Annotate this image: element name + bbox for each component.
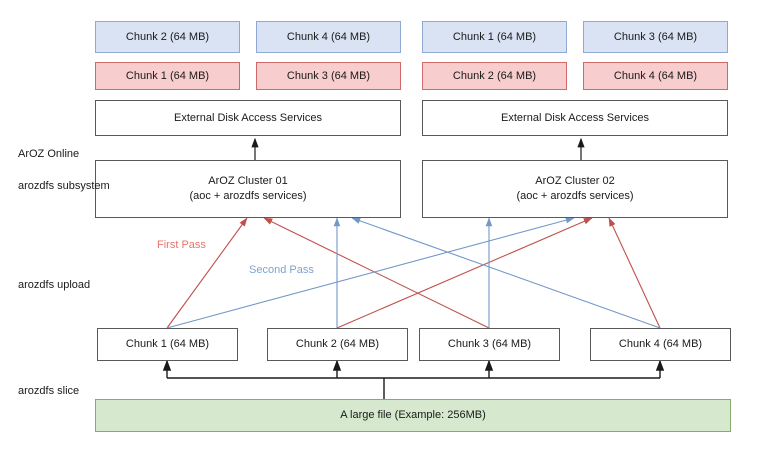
stored-chunk-blue-1[interactable]: Chunk 2 (64 MB) xyxy=(95,21,240,53)
second-pass-chunk4-cluster01c xyxy=(351,217,661,329)
external-disk-access-services-2[interactable]: External Disk Access Services xyxy=(422,100,728,136)
side-label-subsystem-line1: ArOZ Online xyxy=(18,147,80,160)
stored-chunk-blue-3-label: Chunk 1 (64 MB) xyxy=(452,30,537,43)
stored-chunk-pink-4[interactable]: Chunk 4 (64 MB) xyxy=(583,62,728,90)
source-chunk-1[interactable]: Chunk 1 (64 MB) xyxy=(97,328,238,361)
side-label-upload: arozdfs upload xyxy=(18,262,90,310)
external-disk-access-services-1[interactable]: External Disk Access Services xyxy=(95,100,401,136)
aroz-cluster-02-sub: (aoc + arozdfs services) xyxy=(516,190,634,202)
large-file-label: A large file (Example: 256MB) xyxy=(340,409,486,422)
stored-chunk-blue-1-label: Chunk 2 (64 MB) xyxy=(125,30,210,43)
source-chunk-4-label: Chunk 4 (64 MB) xyxy=(618,338,703,351)
aroz-cluster-01-name: ArOZ Cluster 01 xyxy=(208,175,288,188)
aroz-cluster-02[interactable]: ArOZ Cluster 02 (aoc + arozdfs services) xyxy=(422,160,728,218)
stored-chunk-blue-2[interactable]: Chunk 4 (64 MB) xyxy=(256,21,401,53)
side-label-subsystem: ArOZ Online arozdfs subsystem xyxy=(18,131,110,211)
first-pass-chunk2-cluster02 xyxy=(336,217,593,329)
stored-chunk-pink-1[interactable]: Chunk 1 (64 MB) xyxy=(95,62,240,90)
side-label-slice: arozdfs slice xyxy=(18,368,79,416)
second-pass-label: Second Pass xyxy=(249,264,314,276)
stored-chunk-pink-1-label: Chunk 1 (64 MB) xyxy=(125,69,210,82)
source-chunk-4[interactable]: Chunk 4 (64 MB) xyxy=(590,328,731,361)
side-label-slice-line1: arozdfs slice xyxy=(18,384,80,397)
stored-chunk-pink-4-label: Chunk 4 (64 MB) xyxy=(613,69,698,82)
stored-chunk-pink-3[interactable]: Chunk 2 (64 MB) xyxy=(422,62,567,90)
stored-chunk-blue-3[interactable]: Chunk 1 (64 MB) xyxy=(422,21,567,53)
stored-chunk-blue-4-label: Chunk 3 (64 MB) xyxy=(613,30,698,43)
first-pass-chunk1-cluster01 xyxy=(166,217,248,329)
stored-chunk-pink-3-label: Chunk 2 (64 MB) xyxy=(452,69,537,82)
source-chunk-3-label: Chunk 3 (64 MB) xyxy=(447,338,532,351)
source-chunk-2-label: Chunk 2 (64 MB) xyxy=(295,338,380,351)
aroz-cluster-02-name: ArOZ Cluster 02 xyxy=(535,175,615,188)
source-chunk-2[interactable]: Chunk 2 (64 MB) xyxy=(267,328,408,361)
first-pass-chunk3-cluster01 xyxy=(263,217,490,329)
aroz-cluster-01-sub: (aoc + arozdfs services) xyxy=(189,190,307,202)
first-pass-arrows xyxy=(166,217,661,329)
first-pass-chunk4-cluster02 xyxy=(608,217,661,329)
second-pass-chunk1-cluster02 xyxy=(166,216,575,329)
external-disk-access-services-2-label: External Disk Access Services xyxy=(501,111,649,124)
first-pass-label: First Pass xyxy=(157,239,206,251)
slice-bus xyxy=(162,359,665,399)
stored-chunk-pink-2[interactable]: Chunk 3 (64 MB) xyxy=(256,62,401,90)
source-chunk-1-label: Chunk 1 (64 MB) xyxy=(125,338,210,351)
stored-chunk-pink-2-label: Chunk 3 (64 MB) xyxy=(286,69,371,82)
second-pass-arrows xyxy=(166,216,661,329)
large-file-box[interactable]: A large file (Example: 256MB) xyxy=(95,399,731,432)
source-chunk-3[interactable]: Chunk 3 (64 MB) xyxy=(419,328,560,361)
side-label-subsystem-line2: arozdfs subsystem xyxy=(18,179,110,192)
stored-chunk-blue-4[interactable]: Chunk 3 (64 MB) xyxy=(583,21,728,53)
external-disk-access-services-1-label: External Disk Access Services xyxy=(174,111,322,124)
stored-chunk-blue-2-label: Chunk 4 (64 MB) xyxy=(286,30,371,43)
side-label-upload-line1: arozdfs upload xyxy=(18,278,91,291)
aroz-cluster-01[interactable]: ArOZ Cluster 01 (aoc + arozdfs services) xyxy=(95,160,401,218)
